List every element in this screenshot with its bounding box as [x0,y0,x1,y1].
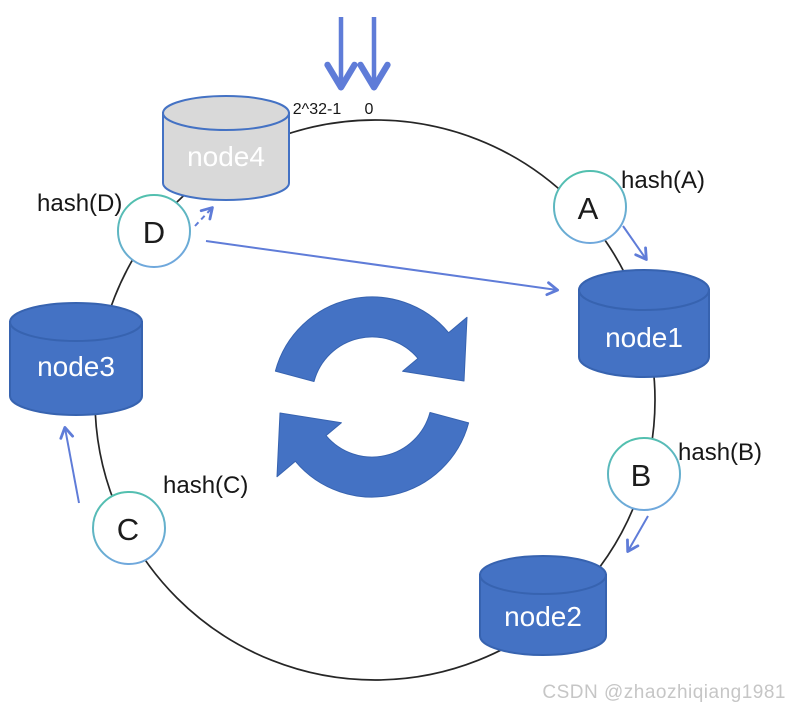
watermark: CSDN @zhaozhiqiang1981 [542,682,786,703]
range-label-zero: 0 [365,101,374,118]
cycle-arrow-bottom [276,412,470,498]
node1-label: node1 [605,322,683,353]
cylinder-top-node3 [9,302,143,342]
range-label-max: 2^32-1 [293,101,342,118]
hash-point-D: D [117,194,191,268]
node2-label: node2 [504,601,582,632]
arrow-c-to-node3 [59,426,80,504]
node4-label: node4 [187,141,265,172]
node-cylinder-node4: node4 [162,95,290,201]
cylinder-top-node4 [162,95,290,131]
node-cylinder-node2: node2 [479,555,607,656]
hash-label-C: hash(C) [163,472,248,499]
point-letter-B: B [631,458,652,493]
cycle-arrow-top [274,296,468,382]
cylinder-top-node1 [578,269,710,311]
hash-point-C: C [92,491,166,565]
node3-label: node3 [37,351,115,382]
hash-point-B: B [607,437,681,511]
arrow-d-to-node4-dashed [194,206,214,227]
cylinder-top-node2 [479,555,607,595]
node-cylinder-node3: node3 [9,302,143,416]
clockwise-cycle-icon [274,296,470,498]
hash-label-B: hash(B) [678,439,762,466]
point-letter-D: D [143,215,165,250]
hash-label-D: hash(D) [37,190,122,217]
point-letter-C: C [117,512,139,547]
hash-point-A: A [553,170,627,244]
arrow-d-to-node1 [205,240,559,297]
arrow-b-to-node2 [626,515,649,553]
point-letter-A: A [578,191,599,226]
hash-label-A: hash(A) [621,167,705,194]
node-cylinder-node1: node1 [578,269,710,378]
arrow-a-to-node1 [622,225,648,261]
